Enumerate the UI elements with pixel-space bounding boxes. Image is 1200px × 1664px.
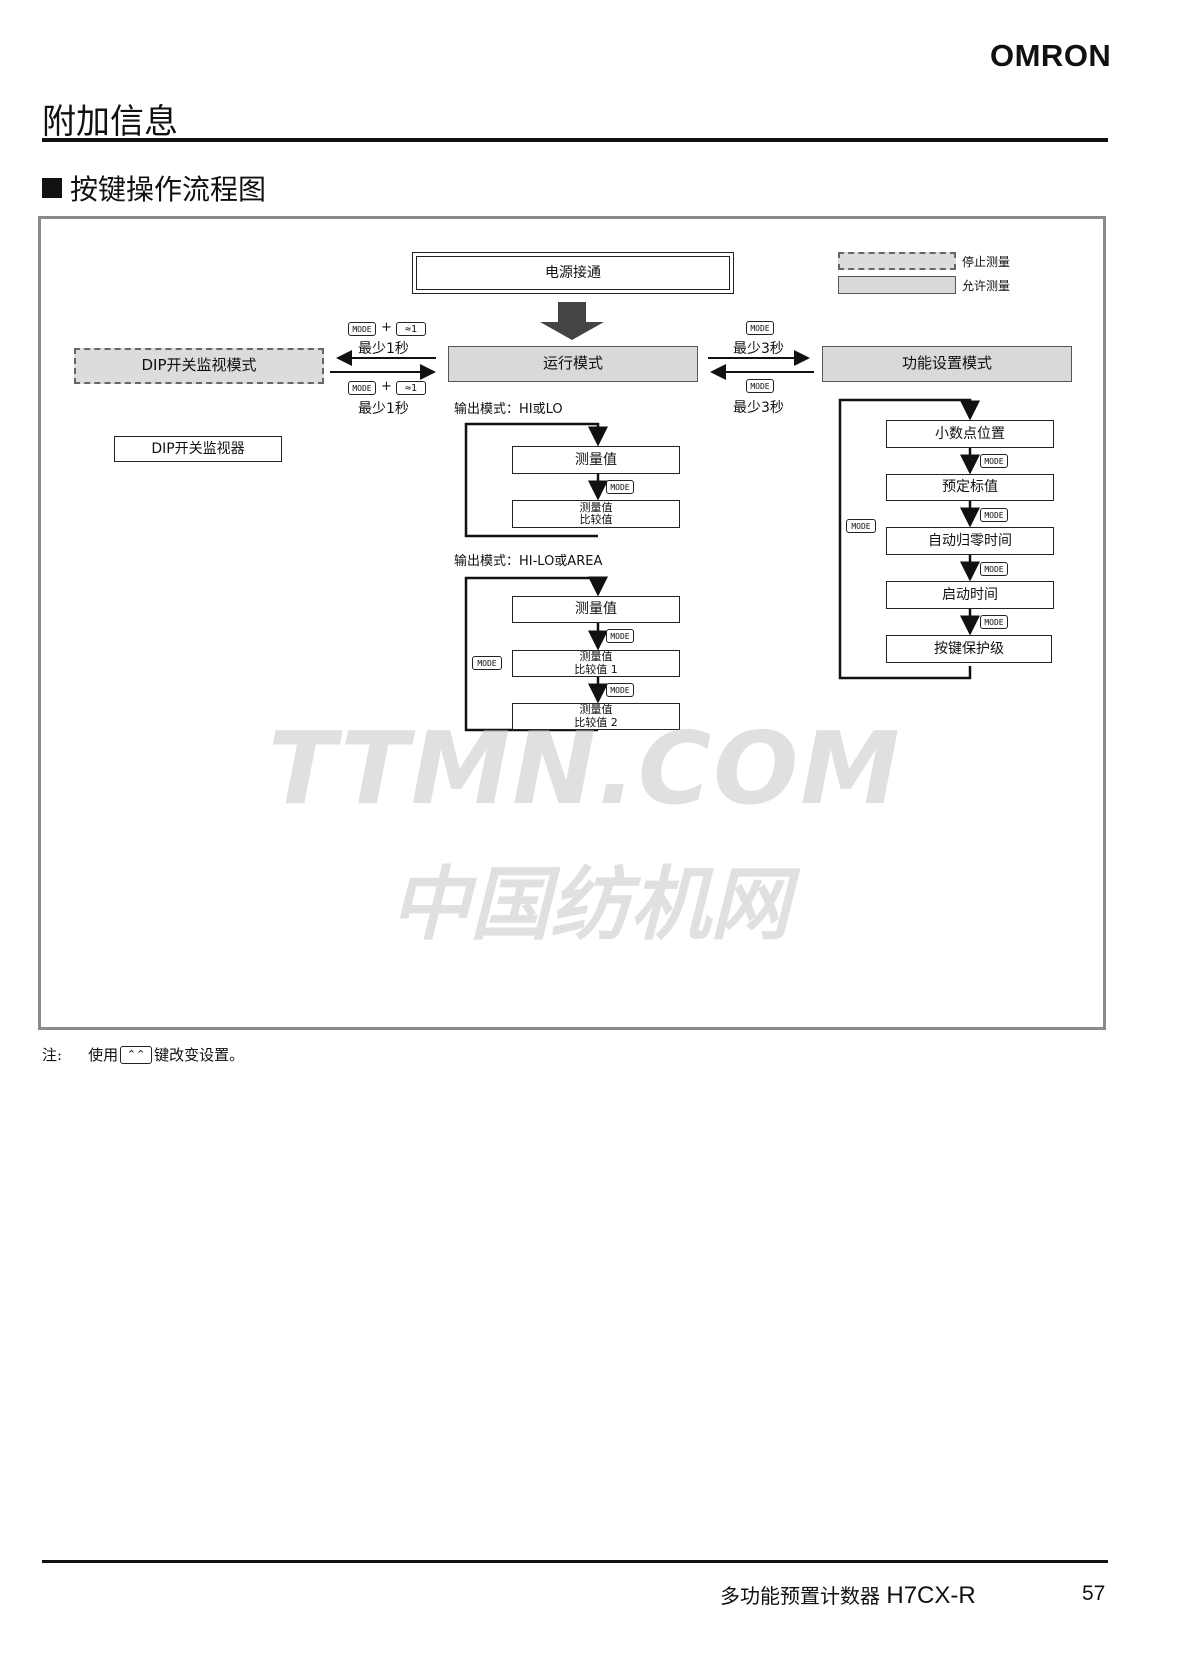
watermark-chinese: 中国纺机网: [390, 858, 790, 951]
area-measured-compare-1: 测量值 比较值 1: [512, 650, 680, 677]
watermark-ttmn: TTMN.COM: [268, 710, 902, 827]
footer-product-name: 多功能预置计数器: [720, 1584, 880, 1608]
min-3s-label: 最少3秒: [733, 341, 784, 357]
dip-switch-monitor-mode: DIP开关监视模式: [74, 348, 324, 384]
footer-rule: [42, 1560, 1108, 1563]
min-1s-label: 最少1秒: [358, 401, 409, 417]
mode-key: MODE: [606, 480, 634, 494]
func-item-decimal-point: 小数点位置: [886, 420, 1054, 448]
mode-key: MODE: [472, 656, 502, 670]
plus-sign: +: [381, 379, 392, 394]
legend-allowed-swatch: [838, 276, 956, 294]
output-mode-hilo-area-label: 输出模式：HI-LO或AREA: [454, 554, 603, 569]
section-title: 按键操作流程图: [42, 168, 266, 208]
header-rule: [42, 138, 1108, 142]
legend-allowed-label: 允许测量: [962, 279, 1011, 293]
note: 注: 使用 ⌃⌃ 键改变设置。: [42, 1044, 244, 1065]
footer-model: H7CX-R: [886, 1582, 976, 1609]
mode-key: MODE: [980, 562, 1008, 576]
plus-sign: +: [381, 320, 392, 335]
run-mode: 运行模式: [448, 346, 698, 382]
func-item-auto-zero-time: 自动归零时间: [886, 527, 1054, 555]
page-number: 57: [1082, 1582, 1106, 1605]
hilo-measured-value: 测量值: [512, 446, 680, 474]
function-setting-mode: 功能设置模式: [822, 346, 1072, 382]
power-on-down-arrow: [540, 302, 604, 340]
func-item-prescale: 预定标值: [886, 474, 1054, 501]
min-1s-label: 最少1秒: [358, 341, 409, 357]
func-item-key-protect-level: 按键保护级: [886, 635, 1052, 663]
mode-key: MODE: [348, 381, 376, 395]
mode-key: MODE: [746, 321, 774, 335]
loop-hilo-area: [464, 576, 608, 732]
mode-key: MODE: [980, 508, 1008, 522]
mode-key: MODE: [980, 454, 1008, 468]
legend-stopped-label: 停止测量: [962, 255, 1011, 269]
area-measured-compare-2: 测量值 比较值 2: [512, 703, 680, 730]
note-text-after: 键改变设置。: [154, 1046, 245, 1064]
mode-key: MODE: [606, 683, 634, 697]
flowchart-frame: [38, 216, 1106, 1030]
mode-key: MODE: [980, 615, 1008, 629]
footer-product-title: 多功能预置计数器 H7CX-R: [720, 1580, 976, 1610]
up-key-icon: ≈1: [396, 381, 426, 395]
up-key-icon: ≈1: [396, 322, 426, 336]
omron-logo: OMRON: [990, 38, 1112, 73]
note-text-before: 使用: [88, 1046, 119, 1064]
loop-function: [838, 398, 980, 680]
loop-hilo: [464, 422, 608, 538]
note-prefix: 注:: [42, 1046, 63, 1064]
min-3s-label: 最少3秒: [733, 400, 784, 416]
dip-switch-monitor: DIP开关监视器: [114, 436, 282, 462]
hilo-measured-compare: 测量值 比较值: [512, 500, 680, 528]
page-title: 附加信息: [42, 102, 178, 142]
mode-key: MODE: [348, 322, 376, 336]
section-title-text: 按键操作流程图: [70, 173, 267, 206]
area-measured-value: 测量值: [512, 596, 680, 623]
output-mode-hilo-label: 输出模式：HI或LO: [454, 402, 563, 417]
mode-key: MODE: [746, 379, 774, 393]
power-on-box: 电源接通: [412, 252, 734, 294]
mode-key: MODE: [846, 519, 876, 533]
legend-stopped-swatch: [838, 252, 956, 270]
square-bullet-icon: [42, 178, 62, 198]
func-item-startup-time: 启动时间: [886, 581, 1054, 609]
mode-key: MODE: [606, 629, 634, 643]
up-key-icon: ⌃⌃: [120, 1045, 153, 1064]
